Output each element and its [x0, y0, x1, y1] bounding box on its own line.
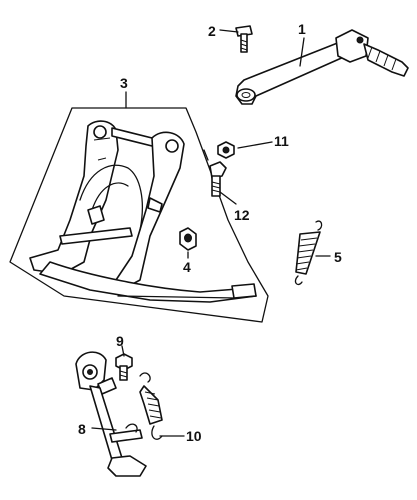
callout-leader-8 [91, 427, 117, 431]
kick-starter-lever-icon [235, 29, 409, 105]
callout-label-8: 8 [78, 421, 86, 437]
callout-label-10: 10 [186, 428, 202, 444]
bolt-icon [235, 25, 253, 53]
callout-label-12: 12 [234, 207, 250, 223]
callout-label-11: 11 [274, 133, 289, 149]
callout-label-4: 4 [183, 259, 191, 275]
main-stand-icon [29, 120, 257, 303]
main-stand-group-outline [9, 107, 269, 323]
bolt-icon [115, 353, 133, 381]
callout-leader-11 [237, 141, 273, 149]
callout-leader-12 [219, 191, 237, 205]
nut-icon [217, 141, 235, 159]
tension-spring-icon [294, 220, 323, 286]
callout-label-1: 1 [298, 21, 306, 37]
callout-leader-1 [299, 37, 305, 67]
callout-label-9: 9 [116, 333, 124, 349]
callout-leader-9 [121, 345, 125, 357]
bolt-icon [209, 161, 227, 197]
tension-spring-icon [139, 372, 163, 440]
callout-label-3: 3 [120, 75, 128, 91]
callout-label-5: 5 [334, 249, 342, 265]
callout-label-2: 2 [208, 23, 216, 39]
callout-leader-2 [219, 29, 239, 33]
pivot-mark [203, 149, 209, 161]
side-stand-icon [75, 351, 147, 477]
collar-icon [179, 227, 197, 251]
